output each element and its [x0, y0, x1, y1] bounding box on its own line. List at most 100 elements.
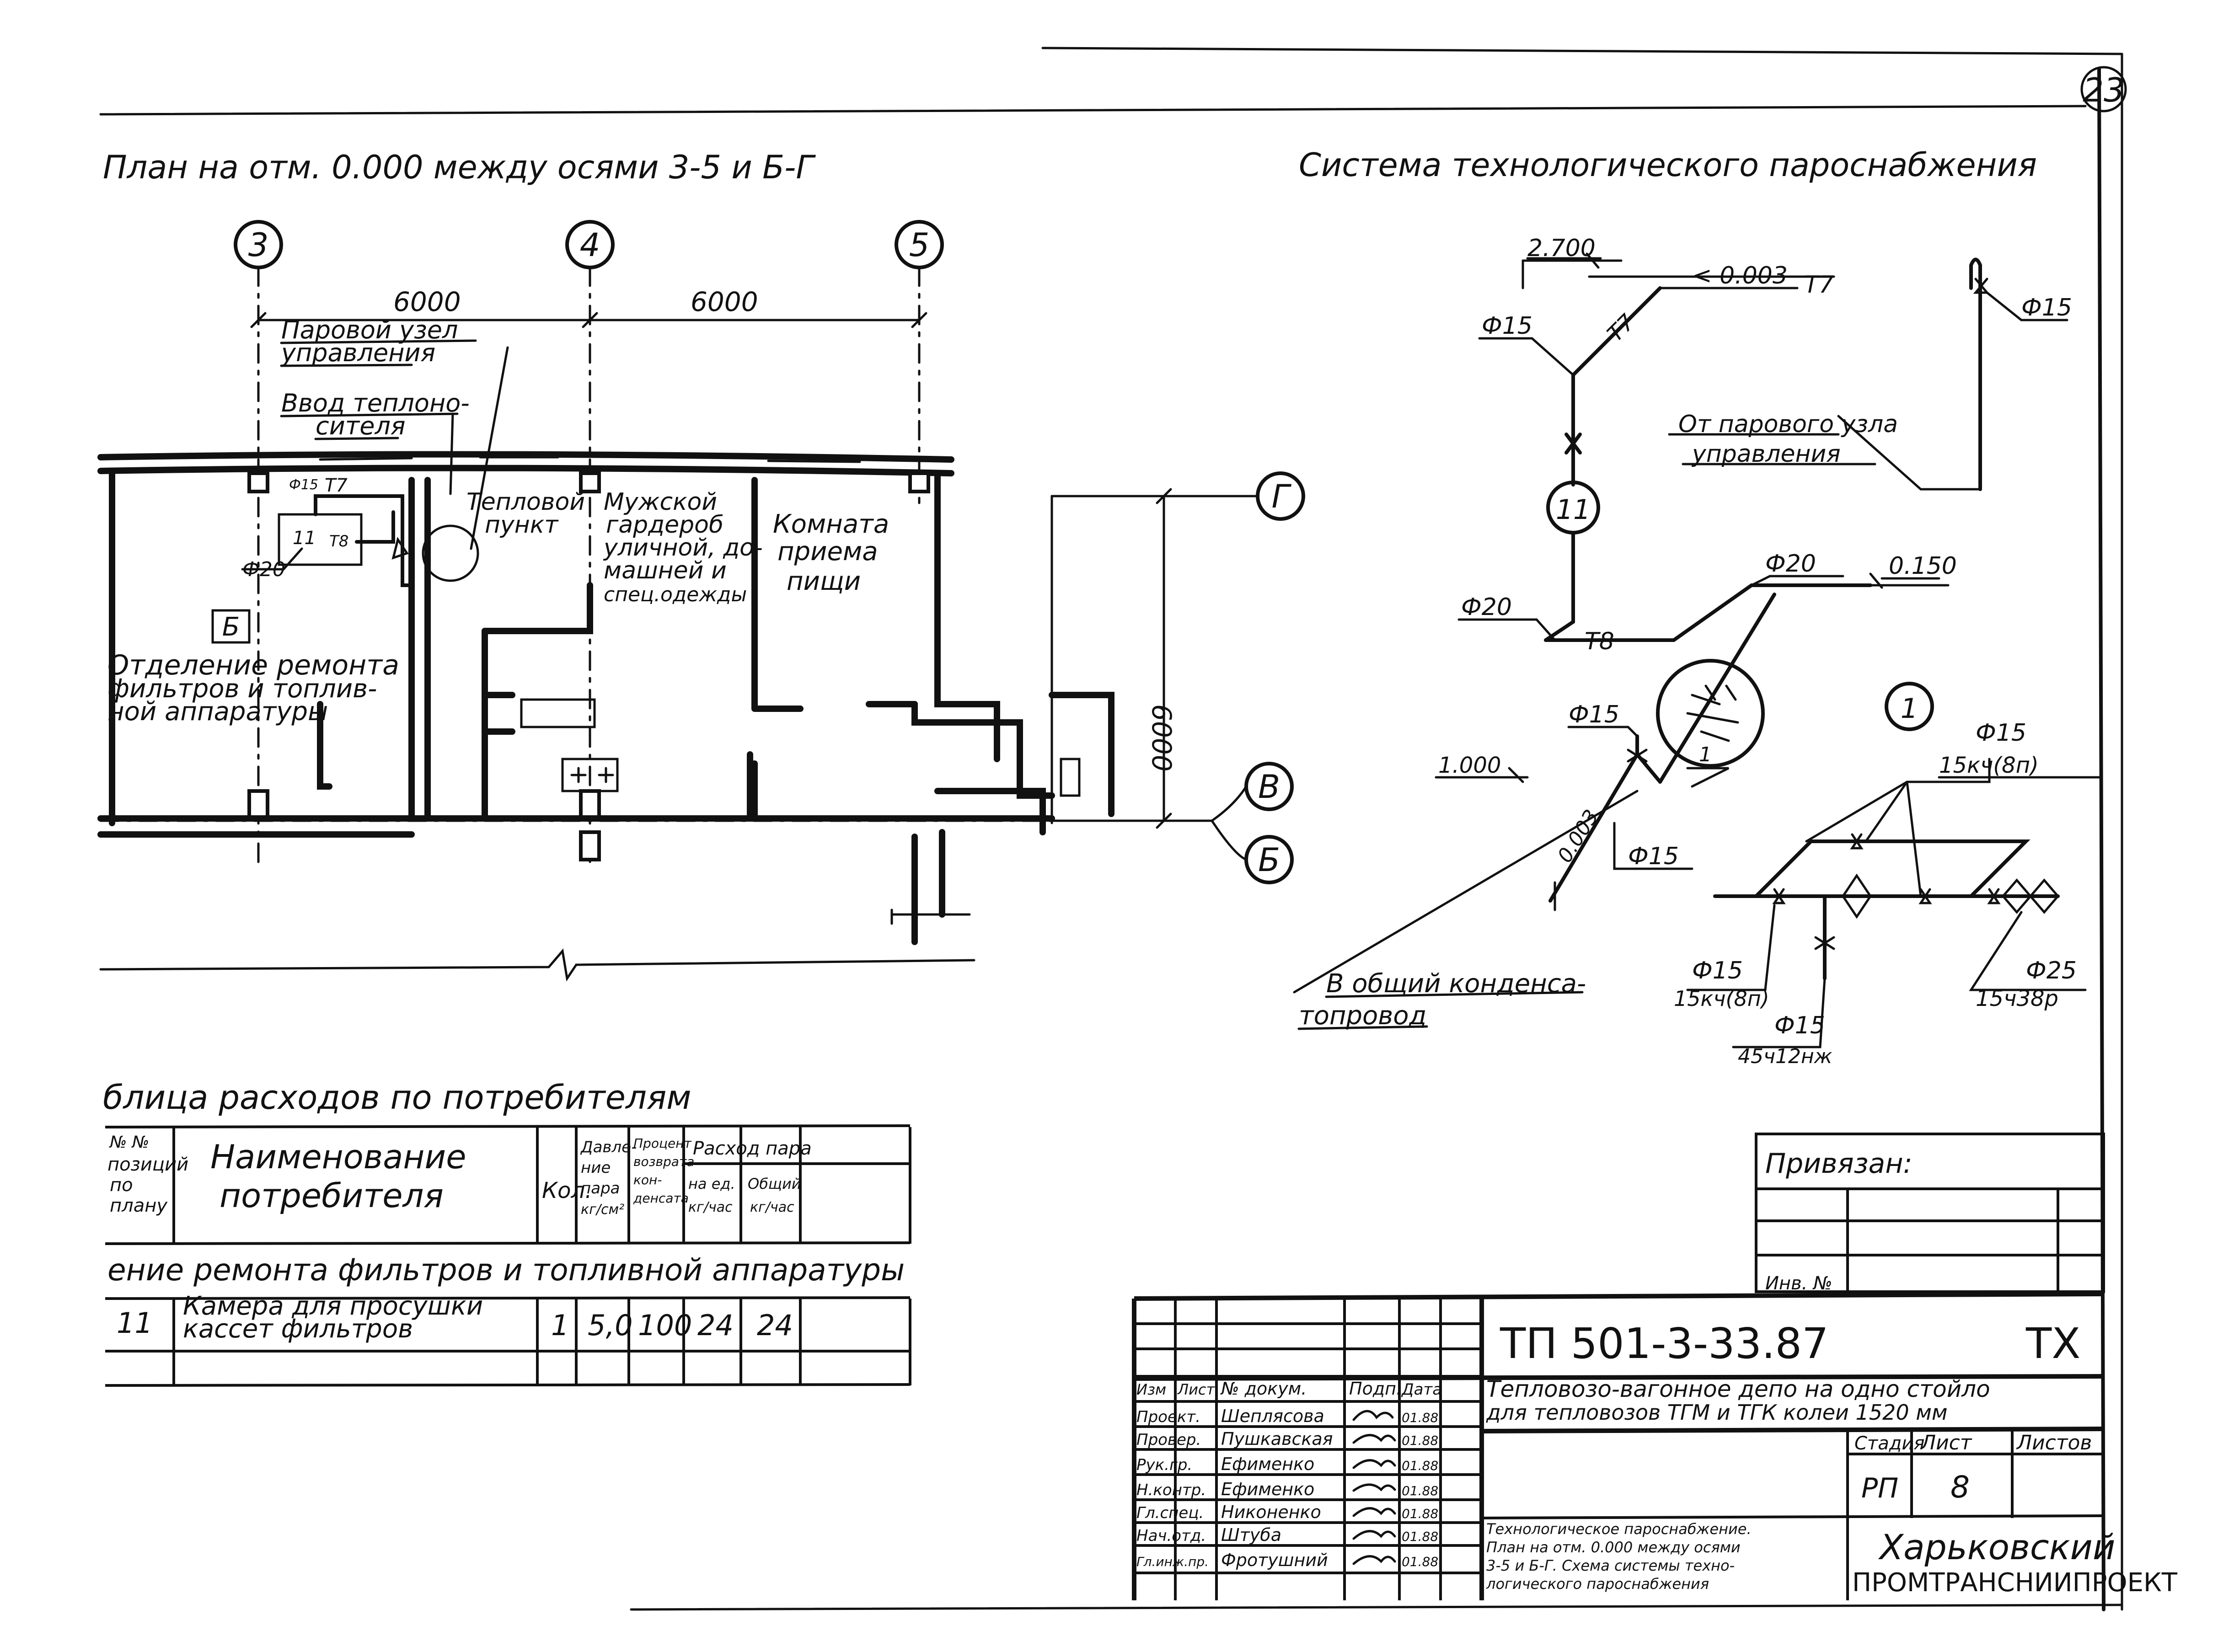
- title-block: Привязан: Инв. № ТП 501-3-33.87 ТХ Изм Л…: [1132, 1133, 2178, 1600]
- row-1-qty: 1: [551, 1309, 569, 1342]
- detail-d15-a: Ф15: [1976, 719, 2026, 747]
- person-2-role: Провер.: [1136, 1431, 1201, 1449]
- room-wardrobe-line4: машней и: [604, 557, 727, 584]
- signatures: [1352, 1410, 1396, 1565]
- dim-3-4: 6000: [393, 286, 461, 317]
- th-cond-4: денсата: [633, 1191, 689, 1206]
- room-repair-line1: Отделение ремонта: [107, 649, 399, 681]
- node-1-circle: [1885, 682, 1934, 731]
- detail-valve-a: 15кч(8п): [1939, 753, 2039, 778]
- sheets-header: Листов: [2016, 1431, 2092, 1454]
- person-1-role: Проект.: [1136, 1408, 1200, 1426]
- to-condensate-line2: топровод: [1299, 1001, 1426, 1031]
- stage-value: РП: [1861, 1472, 1898, 1504]
- room-b-mark-box: [211, 609, 251, 644]
- doc-code: ТП 501-3-33.87: [1500, 1319, 1829, 1368]
- th-num-4: плану: [110, 1195, 168, 1216]
- d20-left: Ф20: [1461, 593, 1512, 621]
- room-wardrobe-line1: Мужской: [604, 488, 717, 516]
- th-total-2: кг/час: [750, 1199, 794, 1215]
- heat-point-tank: [422, 524, 479, 582]
- plan-d15: Ф15: [289, 477, 318, 493]
- plan-d20: Ф20: [242, 558, 285, 581]
- person-7-role: Гл.инж.пр.: [1136, 1554, 1209, 1569]
- th-total-1: Общий: [748, 1175, 801, 1192]
- row-1-num: 11: [117, 1306, 153, 1340]
- sheet-header: Лист: [1920, 1431, 1972, 1454]
- sheet-value: 8: [1950, 1470, 1970, 1505]
- consumption-table: блица расходов по потребителям № № позиц…: [103, 1078, 911, 1387]
- person-5-name: Никоненко: [1221, 1502, 1321, 1522]
- room-food-line2: приема: [777, 537, 878, 567]
- person-3-name: Ефименко: [1221, 1454, 1314, 1474]
- inv-label: Инв. №: [1765, 1273, 1832, 1294]
- plan-t8: Т8: [329, 532, 348, 551]
- person-7-name: Фротушний: [1221, 1550, 1328, 1570]
- stage-header: Стадия: [1854, 1433, 1924, 1454]
- person-2-name: Пушкавская: [1221, 1429, 1333, 1449]
- person-1-date: 01.88: [1402, 1410, 1438, 1425]
- d15-mid: Ф15: [1569, 701, 1619, 728]
- plan-title: План на отм. 0.000 между осями 3-5 и Б-Г: [103, 149, 816, 186]
- axis-v-label: В: [1258, 768, 1280, 806]
- t7-top: Т7: [1804, 271, 1834, 299]
- person-3-role: Рук.гр.: [1136, 1456, 1192, 1474]
- d20-top: Ф20: [1765, 550, 1816, 577]
- detail-d25: Ф25: [2026, 957, 2077, 984]
- room-repair-line3: ной аппаратуры: [107, 697, 328, 727]
- sheet-title-line1: Технологическое пароснабжение.: [1486, 1520, 1752, 1538]
- sheet-title-line3: 3-5 и Б-Г. Схема системы техно-: [1486, 1557, 1735, 1574]
- th-num-3: по: [110, 1175, 133, 1196]
- row-1-condensate: 100: [638, 1309, 692, 1342]
- room-wardrobe-line2: гардероб: [606, 511, 723, 539]
- th-qty: Кол.: [542, 1178, 592, 1203]
- project-line1: Тепловозо-вагонное депо на одно стойло: [1486, 1376, 1990, 1402]
- detail-d15-c: Ф15: [1774, 1012, 1825, 1039]
- row-1-per-unit: 24: [697, 1309, 734, 1342]
- scheme-title: Система технологического пароснабжения: [1299, 146, 2037, 184]
- column-4-bottom: [579, 789, 601, 820]
- th-name-2: потребителя: [220, 1176, 444, 1215]
- axis-b-label: Б: [1258, 841, 1280, 879]
- th-per-unit-1: на ед.: [688, 1175, 735, 1192]
- room-repair-line2: фильтров и топлив-: [107, 674, 377, 704]
- plan-t7: Т7: [325, 475, 348, 496]
- person-4-name: Ефименко: [1221, 1479, 1314, 1499]
- detail-d15-b: Ф15: [1692, 957, 1743, 984]
- person-7-date: 01.88: [1402, 1554, 1438, 1569]
- th-cond-3: кон-: [633, 1172, 662, 1187]
- th-num-2: позиций: [107, 1154, 188, 1175]
- axis-4-label: 4: [580, 226, 600, 264]
- room-b-mark: Б: [222, 612, 240, 642]
- th-cond-2: возврата: [633, 1154, 694, 1169]
- sheet-title-line4: логического пароснабжения: [1486, 1575, 1709, 1593]
- person-6-role: Нач.отд.: [1136, 1527, 1206, 1545]
- column-3-top: [247, 471, 269, 493]
- slope-top: < 0.003: [1692, 262, 1788, 289]
- person-3-date: 01.88: [1402, 1458, 1438, 1473]
- project-line2: для тепловозов ТГМ и ТГК колеи 1520 мм: [1486, 1400, 1948, 1425]
- room-heat-point-line2: пункт: [485, 511, 559, 539]
- elev-0150: 0.150: [1889, 552, 1957, 580]
- org-line2: ПРОМТРАНСНИИПРОЕКТ: [1852, 1568, 2178, 1598]
- sheet-frame: 23: [99, 47, 2127, 1611]
- detail-circle: [1656, 659, 1765, 768]
- sheet-title-line2: План на отм. 0.000 между осями: [1486, 1539, 1741, 1556]
- axis-g-label: Г: [1272, 478, 1292, 515]
- col-doc: № докум.: [1220, 1379, 1307, 1399]
- room-heat-input-line1: Ввод теплоно-: [281, 389, 470, 417]
- detail-valve-c: 45ч12нж: [1738, 1045, 1832, 1068]
- th-pressure-2: ние: [581, 1159, 611, 1177]
- room-wardrobe-line3: уличной, до-: [603, 534, 763, 561]
- detail-valve-b: 15кч(8п): [1674, 986, 1769, 1011]
- d15-top-right: Ф15: [2021, 294, 2072, 321]
- room-steam-node-line1: Паровой узел: [281, 315, 458, 344]
- th-per-unit-2: кг/час: [688, 1199, 733, 1215]
- d15-left: Ф15: [1482, 312, 1532, 340]
- column-4-top: [579, 471, 601, 493]
- scheme-pos11: 11: [1556, 494, 1591, 526]
- th-steam-flow: Расход пара: [693, 1138, 812, 1159]
- room-heat-point-line1: Тепловой: [466, 488, 585, 516]
- page-number: 23: [2083, 71, 2125, 109]
